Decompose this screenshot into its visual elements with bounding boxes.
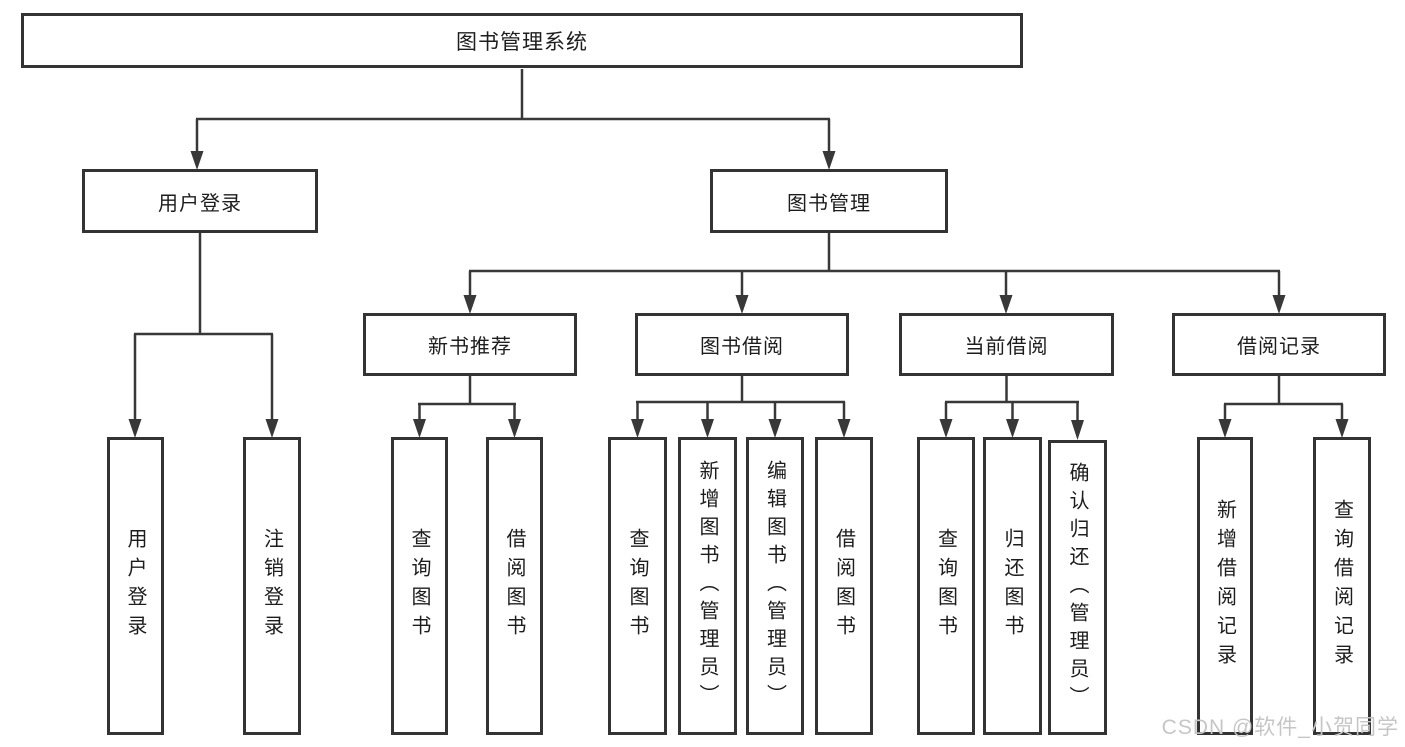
node-user-login: 用户登录 (82, 169, 318, 233)
node-borrow-records: 借阅记录 (1172, 313, 1386, 376)
node-label: 借阅图书 (503, 528, 525, 644)
csdn-watermark: CSDN @软件_小贺同学 (1161, 716, 1399, 739)
node-label: 新增图书（管理员） (696, 460, 718, 712)
leaf-edit-book-admin: 编辑图书（管理员） (746, 437, 804, 735)
leaf-query-borrow-record: 查询借阅记录 (1313, 437, 1371, 735)
node-label: 新增借阅记录 (1213, 499, 1236, 673)
leaf-add-borrow-record: 新增借阅记录 (1197, 437, 1253, 735)
node-label: 查询图书 (408, 528, 430, 644)
node-book-management: 图书管理 (710, 169, 948, 233)
node-label: 图书管理 (787, 192, 871, 215)
leaf-return-book: 归还图书 (983, 437, 1042, 735)
leaf-add-book-admin: 新增图书（管理员） (678, 437, 737, 735)
leaf-confirm-return-admin: 确认归还（管理员） (1048, 440, 1107, 735)
leaf-borrow-books-recommend: 借阅图书 (486, 437, 543, 735)
node-new-book-recommend: 新书推荐 (363, 313, 577, 376)
node-label: 当前借阅 (964, 336, 1049, 358)
node-label: 借阅图书 (832, 528, 855, 644)
node-label: 注销登录 (260, 528, 283, 644)
leaf-query-books-current: 查询图书 (917, 437, 975, 735)
node-label: 图书借阅 (700, 336, 784, 358)
node-label: 编辑图书（管理员） (763, 460, 786, 712)
node-label: 用户登录 (158, 192, 242, 215)
node-label: 查询图书 (626, 528, 648, 644)
leaf-query-books-borrow: 查询图书 (608, 437, 667, 735)
node-label: 查询借阅记录 (1330, 499, 1353, 673)
node-label: 新书推荐 (428, 336, 512, 358)
node-label: 归还图书 (1001, 528, 1023, 644)
leaf-user-login: 用户登录 (107, 437, 164, 735)
node-book-borrow: 图书借阅 (635, 313, 849, 376)
leaf-borrow-books: 借阅图书 (815, 437, 873, 735)
node-label: 确认归还（管理员） (1066, 461, 1088, 714)
node-current-borrow: 当前借阅 (899, 313, 1114, 376)
node-label: 用户登录 (124, 528, 146, 644)
leaf-logout: 注销登录 (243, 437, 301, 735)
node-label: 图书管理系统 (456, 30, 588, 54)
node-label: 借阅记录 (1237, 336, 1321, 358)
node-library-management-system: 图书管理系统 (21, 13, 1023, 68)
node-label: 查询图书 (934, 528, 957, 644)
leaf-query-books-recommend: 查询图书 (391, 437, 448, 735)
